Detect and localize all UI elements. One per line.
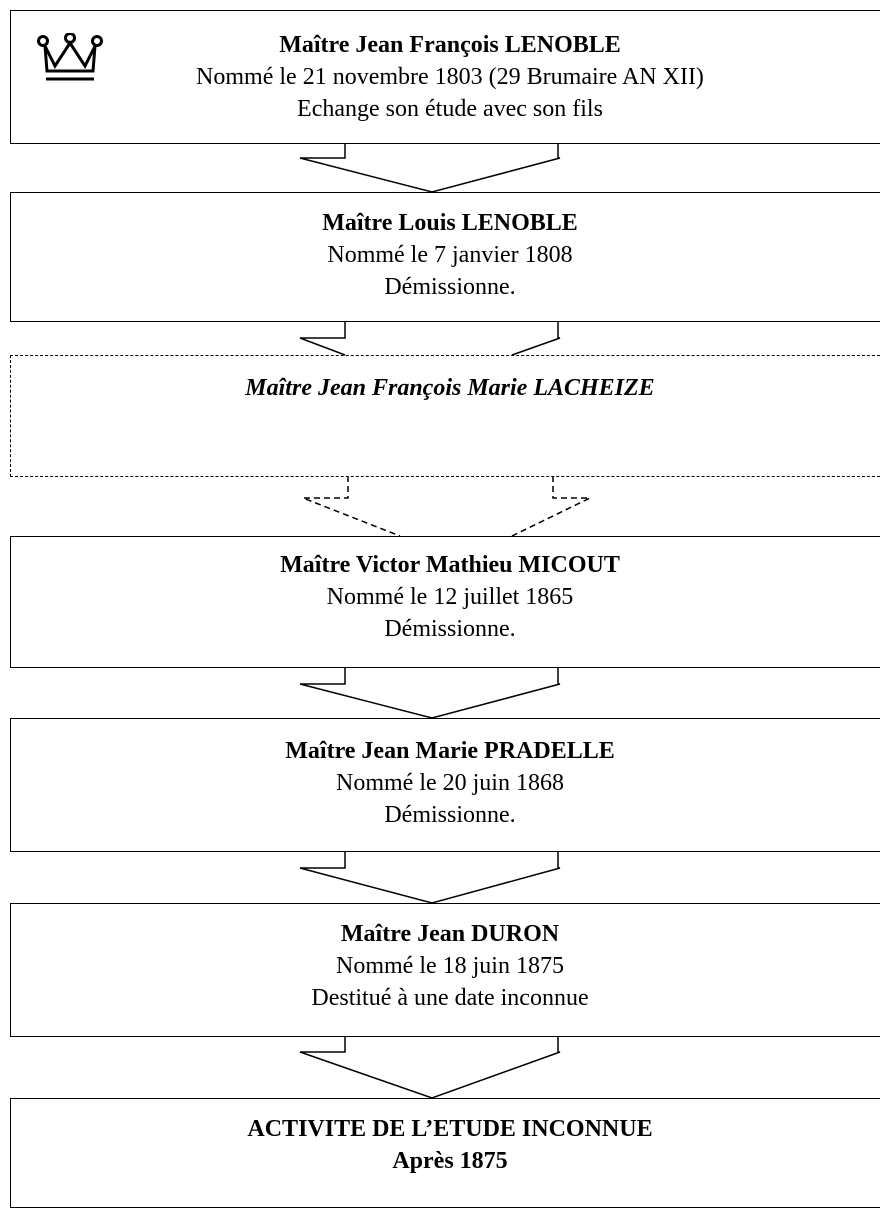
notary-name: Maître Victor Mathieu MICOUT	[280, 552, 620, 578]
appointment-date: Nommé le 20 juin 1868	[336, 770, 564, 796]
arrow-connector-2	[299, 321, 561, 356]
career-note: Destitué à une date inconnue	[311, 985, 589, 1011]
notary-name: Maître Jean François LENOBLE	[279, 32, 621, 58]
notary-name: Maître Jean Marie PRADELLE	[285, 738, 615, 764]
arrow-connector-5	[299, 851, 561, 904]
notary-name: Maître Louis LENOBLE	[322, 210, 578, 236]
final-status-box: ACTIVITE DE L’ETUDE INCONNUE Après 1875	[10, 1098, 880, 1208]
arrow-connector-7	[299, 1036, 561, 1099]
career-note: Démissionne.	[384, 802, 516, 828]
appointment-date: Nommé le 12 juillet 1865	[326, 584, 574, 610]
final-status-period: Après 1875	[392, 1148, 508, 1174]
final-status-title: ACTIVITE DE L’ETUDE INCONNUE	[247, 1116, 653, 1142]
notary-box-lenoble-jean-francois: Maître Jean François LENOBLE Nommé le 21…	[10, 10, 880, 144]
arrow-connector-3	[302, 476, 591, 537]
crown-icon	[37, 33, 103, 81]
career-note: Echange son étude avec son fils	[297, 96, 603, 122]
appointment-date: Nommé le 21 novembre 1803 (29 Brumaire A…	[196, 64, 704, 90]
notary-name: Maître Jean François Marie LACHEIZE	[245, 375, 655, 401]
notary-box-lenoble-louis: Maître Louis LENOBLE Nommé le 7 janvier …	[10, 192, 880, 322]
notary-box-pradelle: Maître Jean Marie PRADELLE Nommé le 20 j…	[10, 718, 880, 852]
career-note: Démissionne.	[384, 616, 516, 642]
arrow-connector-4	[299, 667, 561, 719]
notary-box-micout: Maître Victor Mathieu MICOUT Nommé le 12…	[10, 536, 880, 668]
appointment-date: Nommé le 7 janvier 1808	[327, 242, 573, 268]
appointment-date: Nommé le 18 juin 1875	[336, 953, 564, 979]
notary-box-duron: Maître Jean DURON Nommé le 18 juin 1875 …	[10, 903, 880, 1037]
arrow-connector-1	[299, 143, 561, 193]
notary-name: Maître Jean DURON	[340, 921, 560, 947]
career-note: Démissionne.	[384, 274, 516, 300]
notary-box-lacheize: Maître Jean François Marie LACHEIZE	[10, 355, 880, 477]
